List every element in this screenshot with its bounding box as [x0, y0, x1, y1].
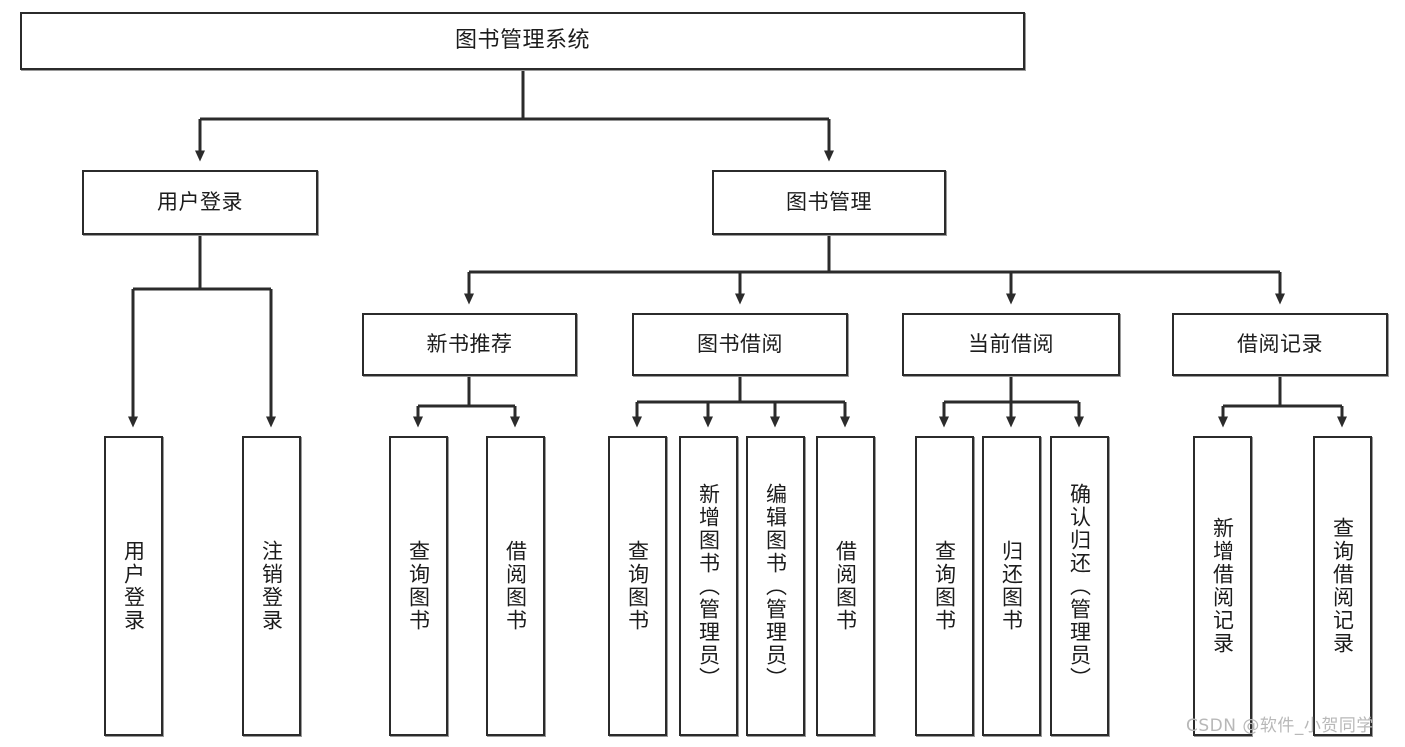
node-leaf-query-book-2[interactable]: 查询图书: [608, 436, 667, 736]
node-label: 编辑图书（管理员）: [763, 482, 788, 690]
node-book-borrow[interactable]: 图书借阅: [632, 313, 848, 376]
node-label: 图书管理: [786, 190, 872, 215]
node-leaf-query-book-3[interactable]: 查询图书: [915, 436, 974, 736]
node-label: 新书推荐: [426, 332, 513, 357]
node-leaf-add-record[interactable]: 新增借阅记录: [1193, 436, 1252, 736]
node-label: 借阅记录: [1237, 332, 1323, 357]
node-label: 确认归还（管理员）: [1067, 482, 1092, 690]
node-label: 查询图书: [625, 540, 650, 632]
node-user-login[interactable]: 用户登录: [82, 170, 318, 235]
node-book-manage[interactable]: 图书管理: [712, 170, 946, 235]
node-label: 用户登录: [157, 190, 243, 215]
node-leaf-add-book[interactable]: 新增图书（管理员）: [679, 436, 738, 736]
node-leaf-borrow-book-2[interactable]: 借阅图书: [816, 436, 875, 736]
node-label: 新增图书（管理员）: [696, 482, 721, 690]
node-root-system[interactable]: 图书管理系统: [20, 12, 1025, 70]
node-label: 查询图书: [932, 540, 957, 632]
node-label: 注销登录: [259, 540, 284, 632]
node-label: 用户登录: [121, 540, 146, 632]
node-label: 查询借阅记录: [1330, 517, 1355, 655]
node-leaf-edit-book[interactable]: 编辑图书（管理员）: [746, 436, 805, 736]
node-label: 归还图书: [999, 540, 1024, 632]
node-label: 图书管理系统: [454, 28, 590, 54]
node-label: 借阅图书: [503, 540, 528, 632]
node-label: 当前借阅: [968, 332, 1054, 357]
node-current-borrow[interactable]: 当前借阅: [902, 313, 1120, 376]
node-label: 查询图书: [406, 540, 431, 632]
node-leaf-logout[interactable]: 注销登录: [242, 436, 301, 736]
node-leaf-query-record[interactable]: 查询借阅记录: [1313, 436, 1372, 736]
node-leaf-query-book-1[interactable]: 查询图书: [389, 436, 448, 736]
node-leaf-return-book[interactable]: 归还图书: [982, 436, 1041, 736]
node-label: 图书借阅: [697, 332, 783, 357]
node-label: 新增借阅记录: [1210, 517, 1235, 655]
node-label: 借阅图书: [833, 540, 858, 632]
node-leaf-borrow-book-1[interactable]: 借阅图书: [486, 436, 545, 736]
node-borrow-record[interactable]: 借阅记录: [1172, 313, 1388, 376]
node-leaf-user-login[interactable]: 用户登录: [104, 436, 163, 736]
csdn-watermark: CSDN @软件_小贺同学: [1186, 716, 1374, 736]
node-new-book-recommend[interactable]: 新书推荐: [362, 313, 577, 376]
node-leaf-confirm-return[interactable]: 确认归还（管理员）: [1050, 436, 1109, 736]
